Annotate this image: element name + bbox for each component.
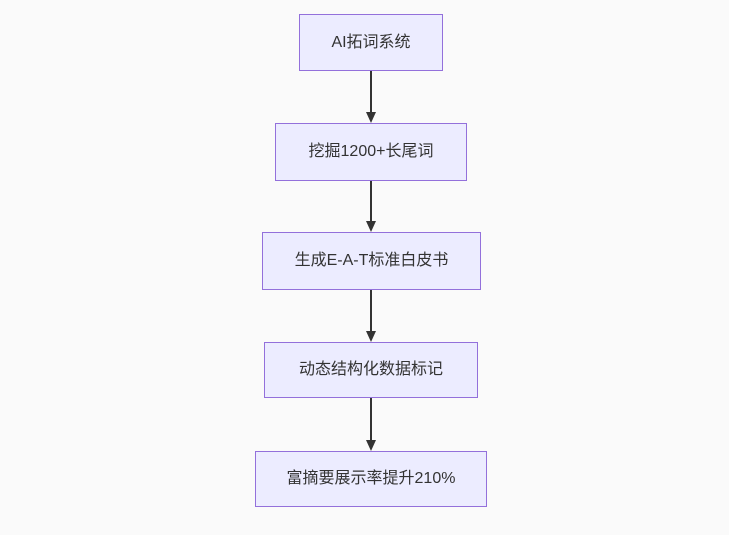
flow-arrow-3: [365, 290, 377, 342]
flow-node-rich-snippet-result: 富摘要展示率提升210%: [255, 451, 487, 507]
flow-node-label: 挖掘1200+长尾词: [308, 143, 434, 160]
flow-node-label: 动态结构化数据标记: [298, 361, 443, 378]
flow-node-label: 富摘要展示率提升210%: [286, 470, 456, 487]
flow-node-ai-word-system: AI拓词系统: [299, 14, 443, 71]
flow-node-structured-data: 动态结构化数据标记: [264, 342, 478, 398]
flow-arrow-4: [365, 398, 377, 451]
arrow-down-icon: [366, 331, 376, 342]
flow-node-label: AI拓词系统: [331, 33, 411, 51]
arrow-line: [370, 71, 372, 113]
arrow-down-icon: [366, 221, 376, 232]
arrow-down-icon: [366, 112, 376, 123]
flow-arrow-1: [365, 71, 377, 123]
arrow-line: [370, 181, 372, 222]
flow-node-eat-whitepaper: 生成E-A-T标准白皮书: [262, 232, 481, 290]
arrow-down-icon: [366, 440, 376, 451]
flow-arrow-2: [365, 181, 377, 232]
flow-node-longtail-mining: 挖掘1200+长尾词: [275, 123, 467, 181]
arrow-line: [370, 398, 372, 441]
arrow-line: [370, 290, 372, 332]
flow-node-label: 生成E-A-T标准白皮书: [294, 252, 449, 269]
